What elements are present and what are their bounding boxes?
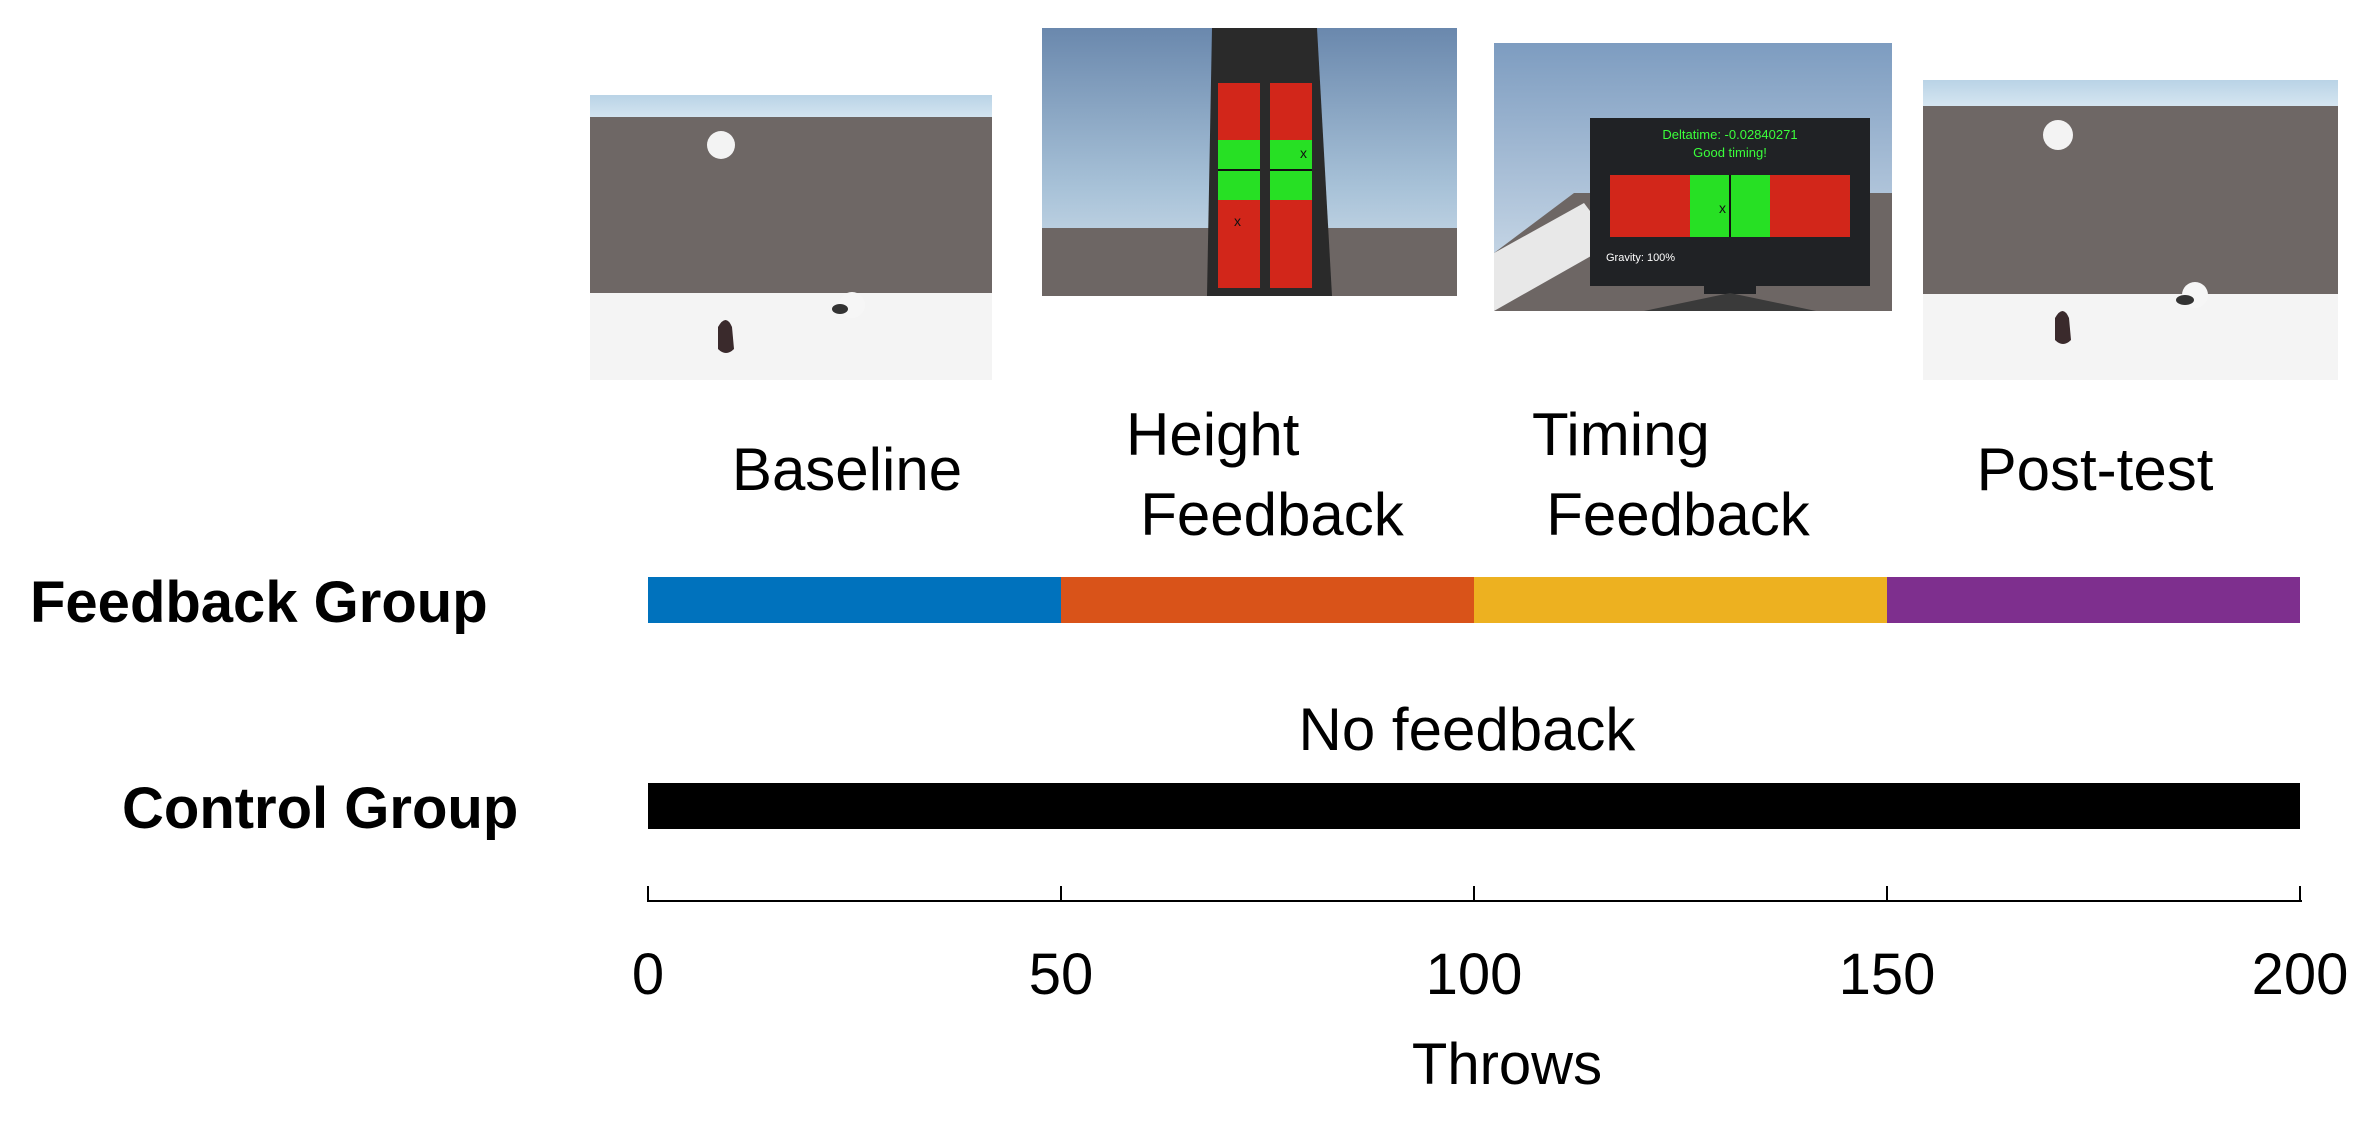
x-tick-label: 150 (1838, 942, 1936, 1007)
phase-label-line1: Timing (1532, 401, 1710, 468)
phase-label-line2: Post-test (1976, 436, 2214, 503)
x-axis-label: Throws (1411, 1032, 1603, 1097)
control-group-label: Control Group (122, 776, 519, 841)
timing-message-text: Good timing! (1693, 145, 1767, 160)
x-tick (1473, 886, 1475, 902)
phase-label-line2: Feedback (1140, 481, 1404, 548)
phase-segment-post-test (1887, 577, 2300, 623)
phase-segment-timing-feedback (1474, 577, 1887, 623)
post-test-scene-image (1923, 80, 2338, 380)
x-tick-label: 200 (2251, 942, 2349, 1007)
phase-label-line2: Feedback (1546, 481, 1810, 548)
phase-label-line1: Height (1126, 401, 1300, 468)
phase-segment-baseline (648, 577, 1061, 623)
phase-label-post-test: Post-test (1895, 430, 2295, 510)
x-tick-label: 0 (631, 942, 665, 1007)
phase-label-line2: Baseline (731, 436, 963, 503)
svg-text:x: x (1234, 213, 1241, 229)
x-tick (1886, 886, 1888, 902)
x-tick (647, 886, 649, 902)
x-tick (1060, 886, 1062, 902)
feedback-group-label: Feedback Group (30, 570, 488, 635)
gravity-text: Gravity: 100% (1606, 252, 1675, 264)
x-tick-label: 100 (1425, 942, 1523, 1007)
control-bar-label: No feedback (1298, 696, 1636, 763)
phase-label-height-feedback: Height Feedback (1072, 395, 1472, 555)
deltatime-text: Deltatime: -0.02840271 (1662, 127, 1797, 142)
timing-feedback-scene-image: x Deltatime: -0.02840271 Good timing! Gr… (1494, 43, 1892, 311)
svg-text:x: x (1300, 145, 1307, 161)
svg-text:x: x (1719, 200, 1726, 216)
baseline-scene-image (590, 95, 992, 380)
phase-label-baseline: Baseline (647, 430, 1047, 510)
x-tick (2299, 886, 2301, 902)
control-group-bar (648, 783, 2300, 829)
phase-label-timing-feedback: Timing Feedback (1478, 395, 1878, 555)
x-axis-line (648, 900, 2302, 902)
phase-segment-height-feedback (1061, 577, 1474, 623)
x-tick-label: 50 (1028, 942, 1094, 1007)
height-feedback-scene-image: x x (1042, 28, 1457, 296)
